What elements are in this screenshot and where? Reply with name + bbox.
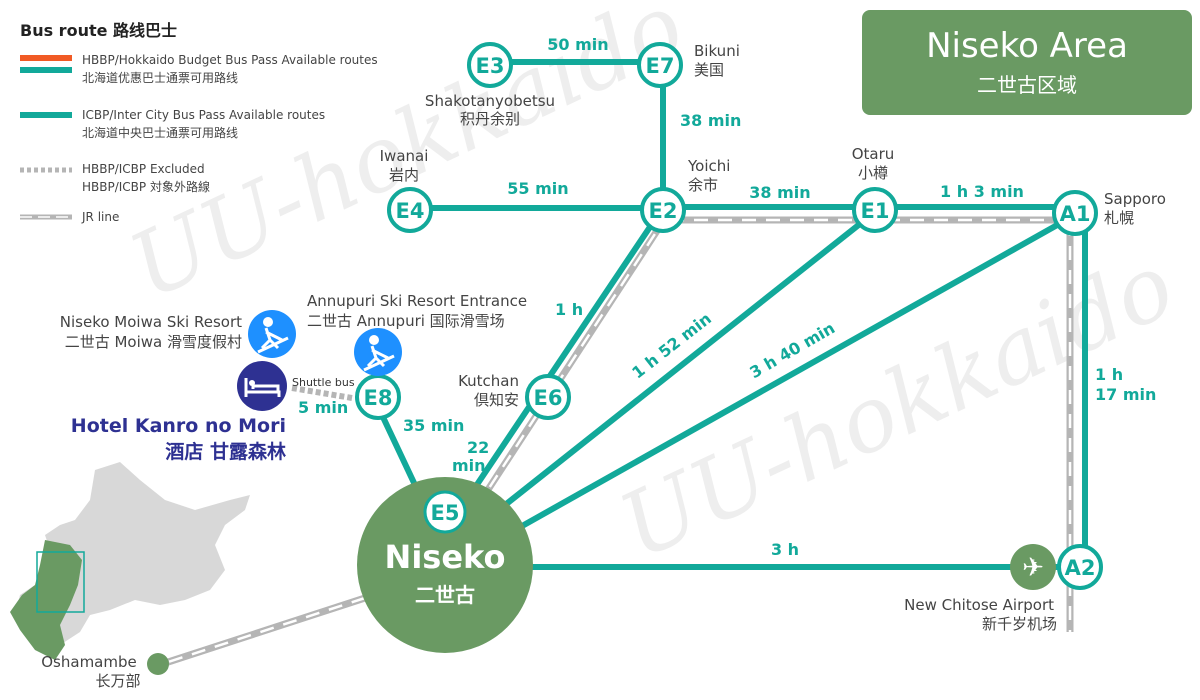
station-e5[interactable]: E5 Niseko 二世古 [357, 477, 533, 653]
svg-text:E7: E7 [646, 54, 675, 78]
label-hotel-en: Hotel Kanro no Mori [71, 415, 286, 437]
time-e5-a2: 3 h [771, 540, 799, 559]
label-e7-zh: 美国 [694, 61, 724, 79]
svg-text:JR line: JR line [81, 210, 119, 224]
station-e2[interactable]: E2 [640, 187, 686, 233]
label-e8-en: Annupuri Ski Resort Entrance [307, 292, 527, 310]
label-e1-en: Otaru [852, 145, 895, 163]
time-e2-e1: 38 min [749, 183, 810, 202]
label-e1-zh: 小樽 [858, 164, 888, 182]
bed-icon [237, 361, 287, 411]
svg-text:min: min [452, 456, 486, 475]
svg-text:北海道中央巴士通票可用路线: 北海道中央巴士通票可用路线 [82, 125, 238, 140]
label-moiwa-en: Niseko Moiwa Ski Resort [60, 313, 242, 331]
time-shuttle: 5 min [298, 398, 348, 417]
time-e1-a1: 1 h 3 min [940, 182, 1024, 201]
legend-swatch-icbp [20, 112, 72, 118]
legend: Bus route 路线巴士 HBBP/Hokkaido Budget Bus … [20, 21, 378, 224]
legend-title: Bus route 路线巴士 [20, 21, 177, 40]
time-e2-e6: 1 h [555, 300, 583, 319]
label-e6-zh: 倶知安 [474, 391, 519, 409]
svg-text:HBBP/ICBP 対象外路線: HBBP/ICBP 対象外路線 [82, 179, 210, 194]
label-a1-en: Sapporo [1104, 190, 1166, 208]
time-a1-a2: 1 h [1095, 365, 1123, 384]
station-a2[interactable]: A2 [1057, 544, 1103, 590]
label-a2-en: New Chitose Airport [904, 596, 1054, 614]
svg-text:E2: E2 [649, 199, 678, 223]
station-e4[interactable]: E4 [387, 187, 433, 233]
legend-swatch-hbbp [20, 55, 72, 61]
time-e7-e2: 38 min [680, 111, 741, 130]
label-e2-zh: 余市 [688, 176, 718, 194]
label-hotel-zh: 酒店 甘露森林 [165, 440, 286, 463]
svg-text:二世古: 二世古 [415, 583, 475, 607]
svg-text:ICBP/Inter City Bus Pass Avail: ICBP/Inter City Bus Pass Available route… [82, 108, 325, 122]
station-e3[interactable]: E3 [467, 42, 513, 88]
label-oshamambe-en: Oshamambe [41, 653, 137, 671]
time-e4-e2: 55 min [507, 179, 568, 198]
airplane-icon: ✈ [1010, 544, 1056, 590]
label-oshamambe-zh: 长万部 [95, 672, 140, 690]
label-e3-zh: 积丹余别 [460, 110, 520, 128]
label-e2-en: Yoichi [687, 157, 730, 175]
svg-text:Niseko: Niseko [385, 538, 506, 576]
station-e6[interactable]: E6 [525, 374, 571, 420]
time-e6-e5: 22 [467, 438, 489, 457]
svg-text:A1: A1 [1060, 202, 1091, 226]
svg-text:北海道优惠巴士通票可用路线: 北海道优惠巴士通票可用路线 [82, 70, 238, 85]
label-e4-zh: 岩内 [389, 166, 419, 184]
ski-icon [248, 310, 296, 358]
svg-text:E8: E8 [364, 386, 393, 410]
label-e8-zh: 二世古 Annupuri 国际滑雪场 [307, 312, 505, 330]
svg-text:二世古区域: 二世古区域 [977, 73, 1077, 97]
station-a1[interactable]: A1 [1052, 190, 1098, 236]
svg-text:E6: E6 [534, 386, 563, 410]
svg-text:HBBP/ICBP Excluded: HBBP/ICBP Excluded [82, 162, 205, 176]
label-e4-en: Iwanai [380, 147, 429, 165]
hokkaido-map [10, 462, 250, 660]
watermark: UU-hokkaido [605, 233, 1190, 580]
label-e3-en: Shakotanyobetsu [425, 92, 555, 110]
time-e3-e7: 50 min [547, 35, 608, 54]
label-a2-zh: 新千岁机场 [982, 615, 1057, 633]
svg-text:17 min: 17 min [1095, 385, 1156, 404]
svg-text:E3: E3 [476, 54, 505, 78]
shuttle-route [291, 385, 353, 401]
area-highlight-box [36, 551, 85, 613]
svg-text:E4: E4 [396, 199, 425, 223]
niseko-area-box: Niseko Area 二世古区域 [862, 10, 1192, 115]
svg-text:HBBP/Hokkaido Budget Bus Pass: HBBP/Hokkaido Budget Bus Pass Available … [82, 53, 378, 67]
svg-text:A2: A2 [1065, 556, 1096, 580]
station-e1[interactable]: E1 [852, 187, 898, 233]
shuttle-label: Shuttle bus [292, 376, 355, 389]
label-e6-en: Kutchan [458, 372, 519, 390]
svg-text:E1: E1 [861, 199, 890, 223]
station-e7[interactable]: E7 [637, 42, 683, 88]
label-moiwa-zh: 二世古 Moiwa 滑雪度假村 [65, 333, 242, 351]
svg-text:E5: E5 [431, 501, 460, 525]
time-e8-e5: 35 min [403, 416, 464, 435]
svg-text:✈: ✈ [1022, 553, 1044, 583]
svg-text:Niseko Area: Niseko Area [926, 26, 1128, 66]
station-e8[interactable]: E8 [355, 374, 401, 420]
oshamambe-dot[interactable] [147, 653, 169, 675]
label-e7-en: Bikuni [694, 42, 740, 60]
label-a1-zh: 札幌 [1104, 209, 1134, 227]
ski-icon [354, 328, 402, 376]
